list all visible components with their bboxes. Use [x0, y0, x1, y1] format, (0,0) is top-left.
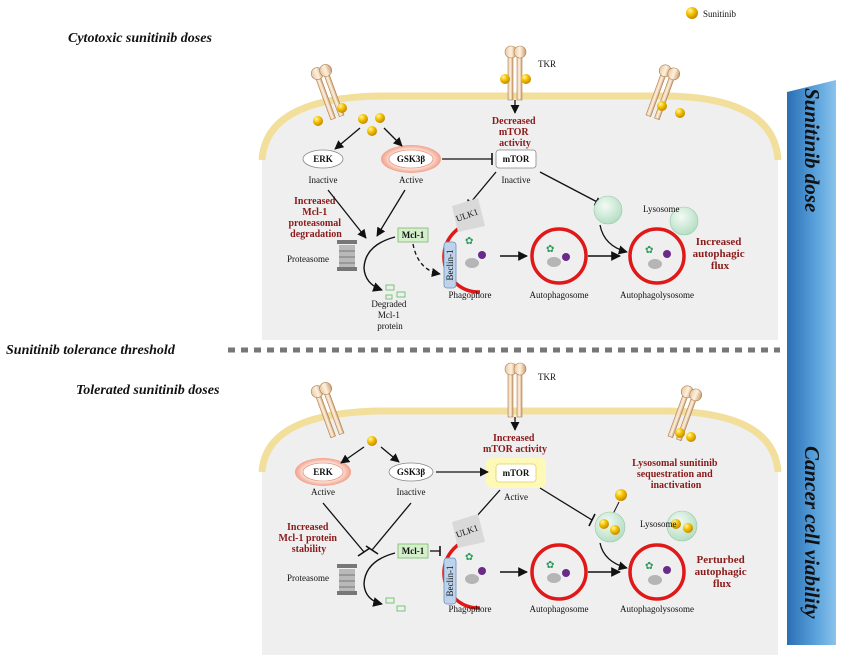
proteasome-icon — [337, 564, 357, 595]
panel-title: Cytotoxic sunitinib doses — [68, 31, 212, 46]
threshold-label: Sunitinib tolerance threshold — [6, 343, 176, 358]
panel-title: Tolerated sunitinib doses — [76, 383, 220, 398]
svg-text:Proteasome: Proteasome — [287, 573, 329, 583]
svg-text:Autophagosome: Autophagosome — [530, 290, 589, 300]
legend: Sunitinib — [686, 7, 737, 19]
autophagolysosome-icon: ✿ — [628, 543, 686, 601]
svg-text:Inactive: Inactive — [397, 487, 426, 497]
tkr-label: TKR — [538, 59, 556, 69]
cell-membrane — [258, 407, 782, 473]
lysosome-sequestration-icon — [594, 489, 698, 543]
phagophore-icon: ✿ ULK1 Beclin-1 — [442, 198, 486, 294]
svg-text:Autophagolysosome: Autophagolysosome — [620, 604, 694, 614]
svg-text:ERK: ERK — [313, 154, 333, 164]
svg-text:Lysosome: Lysosome — [640, 519, 677, 529]
autophagosome-icon: ✿ — [530, 543, 588, 601]
sunitinib-legend-icon — [686, 7, 698, 19]
side-bar: Sunitinib dose Cancer cell viability — [787, 80, 836, 645]
cell-membrane — [258, 92, 782, 161]
svg-text:Increased Mcl-1 protein: Increased Mcl-1 protein stability — [279, 522, 340, 555]
svg-text:Inactive: Inactive — [502, 175, 531, 185]
degraded-fragments-icon — [385, 284, 406, 300]
svg-text:Inactive: Inactive — [309, 175, 338, 185]
fragments-icon — [385, 597, 406, 612]
panel-tolerated: Tolerated sunitinib doses TKR Increa — [76, 362, 782, 655]
svg-text:Active: Active — [311, 487, 335, 497]
side-bar-bottom-label: Cancer cell viability — [800, 446, 824, 619]
receptor-tkr — [504, 45, 527, 101]
svg-text:✿: ✿ — [465, 236, 473, 247]
svg-text:Phagophore: Phagophore — [449, 604, 492, 614]
phagophore-icon: ✿ ULK1 Beclin-1 — [442, 514, 486, 610]
svg-text:mTOR: mTOR — [503, 468, 530, 478]
svg-text:Increased Mcl-1 pr: Increased Mcl-1 proteasomal degradation — [288, 196, 343, 240]
svg-text:Mcl-1: Mcl-1 — [402, 546, 425, 556]
svg-text:Mcl-1: Mcl-1 — [402, 230, 425, 240]
svg-text:✿: ✿ — [645, 561, 653, 572]
svg-text:Proteasome: Proteasome — [287, 254, 329, 264]
legend-label: Sunitinib — [703, 9, 737, 19]
svg-text:Beclin-1: Beclin-1 — [445, 250, 455, 281]
svg-text:Beclin-1: Beclin-1 — [445, 566, 455, 597]
svg-text:Phagophore: Phagophore — [449, 290, 492, 300]
svg-text:✿: ✿ — [465, 552, 473, 563]
svg-text:Active: Active — [504, 492, 528, 502]
autophagosome-icon: ✿ — [530, 227, 588, 285]
mcl1-box: Mcl-1 — [397, 227, 429, 243]
svg-text:Increased autophagic: Increased autophagic flux — [693, 236, 748, 272]
svg-text:mTOR: mTOR — [503, 154, 530, 164]
threshold: Sunitinib tolerance threshold — [6, 343, 780, 358]
dose-viability-bar — [787, 80, 836, 645]
svg-text:Lysosomal sunitinib sequ: Lysosomal sunitinib sequestration and in… — [632, 458, 720, 491]
mtor-node: mTOR Inactive — [495, 149, 537, 185]
svg-text:Degraded Mcl-1 pro: Degraded Mcl-1 protein — [371, 299, 408, 331]
side-bar-top-label: Sunitinib dose — [800, 88, 824, 212]
proteasome-icon — [337, 240, 357, 271]
svg-text:Perturbed autophagic: Perturbed autophagic flux — [695, 554, 750, 590]
svg-text:Increased mTOR activity: Increased mTOR activity — [483, 433, 547, 455]
receptor-tkr — [504, 362, 527, 418]
svg-text:Lysosome: Lysosome — [643, 204, 680, 214]
svg-text:GSK3β: GSK3β — [397, 154, 426, 164]
svg-text:✿: ✿ — [546, 244, 554, 255]
svg-text:✿: ✿ — [645, 245, 653, 256]
panel-cytotoxic: Cytotoxic sunitinib doses TKR — [68, 31, 782, 340]
svg-text:Autophagolysosome: Autophagolysosome — [620, 290, 694, 300]
gsk-node: GSK3β Active — [381, 145, 441, 185]
mcl1-box: Mcl-1 — [397, 543, 441, 559]
svg-text:✿: ✿ — [546, 560, 554, 571]
mtor-node: mTOR Active — [486, 458, 546, 502]
autophagolysosome-icon: ✿ — [628, 227, 686, 285]
erk-node: ERK Inactive — [302, 149, 344, 185]
svg-text:ERK: ERK — [313, 467, 333, 477]
svg-text:Active: Active — [399, 175, 423, 185]
svg-text:Autophagosome: Autophagosome — [530, 604, 589, 614]
receptor-left — [310, 382, 345, 439]
svg-text:GSK3β: GSK3β — [397, 467, 426, 477]
tkr-label: TKR — [538, 372, 556, 382]
svg-text:Decreased mTOR act: Decreased mTOR activity — [492, 116, 538, 149]
gsk-node: GSK3β Inactive — [388, 462, 434, 497]
erk-node: ERK Active — [295, 458, 351, 497]
lysosome-icon — [593, 195, 699, 236]
